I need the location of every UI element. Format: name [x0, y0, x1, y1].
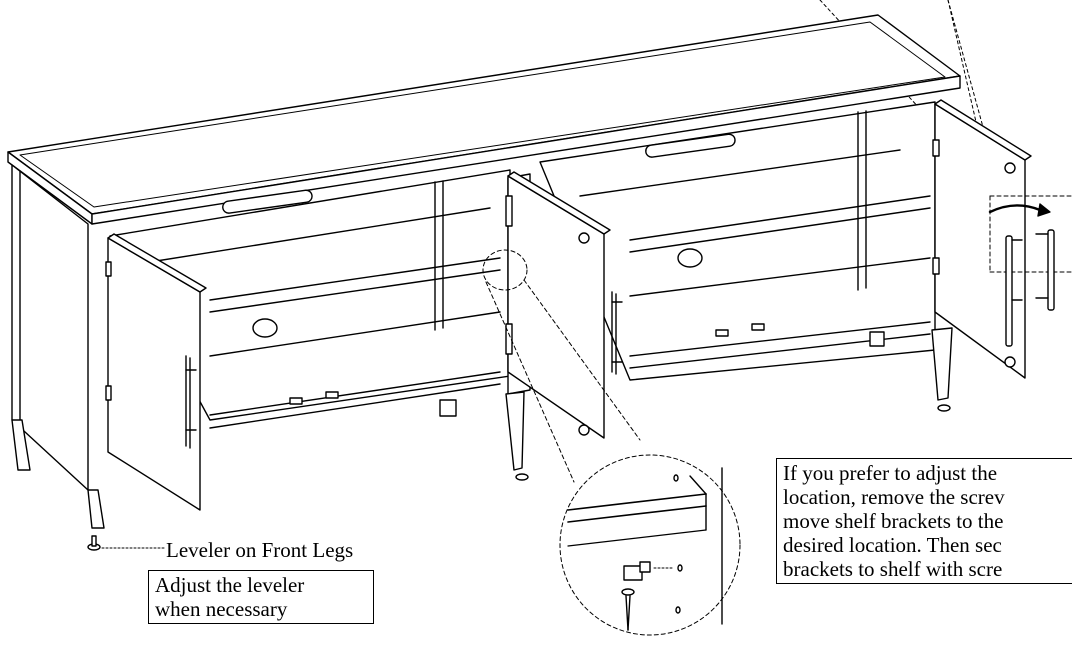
handle-detail — [1005, 229, 1055, 347]
shelf-bracket-icon — [623, 561, 651, 581]
screw-icon — [621, 588, 635, 631]
rotate-arrow-icon — [988, 203, 1051, 217]
leveler-foot-icon — [87, 404, 951, 551]
leveler-note-line-2: when necessary — [155, 597, 288, 621]
shelf-note-line-3: move shelf brackets to the — [783, 509, 1004, 533]
shelf-note-line-5: brackets to shelf with scre — [783, 557, 1003, 581]
bracket-detail-magnifier — [559, 454, 741, 636]
shelf-adjust-note-box: If you prefer to adjust the location, re… — [776, 458, 1072, 584]
shelf-note-line-1: If you prefer to adjust the — [783, 461, 998, 485]
cabinet-left-side — [11, 164, 105, 529]
shelf-note-line-4: desired location. Then sec — [783, 533, 1002, 557]
cabinet-top — [7, 14, 961, 225]
detail-leader-lines — [482, 249, 641, 483]
left-door — [105, 233, 207, 511]
center-left-door — [505, 171, 623, 439]
leveler-note-line-1: Adjust the leveler — [155, 573, 305, 597]
leveler-label: Leveler on Front Legs — [166, 538, 354, 562]
handle-inset — [989, 195, 1072, 273]
shelf-bracket-icon — [715, 323, 765, 337]
shelf-note-line-2: location, remove the screv — [783, 485, 1005, 509]
right-door — [932, 99, 1032, 379]
right-bay — [539, 101, 936, 381]
left-bay — [109, 169, 511, 429]
leveler-note-box: Adjust the leveler when necessary — [148, 570, 374, 624]
shelf-bracket-icon — [289, 391, 339, 405]
